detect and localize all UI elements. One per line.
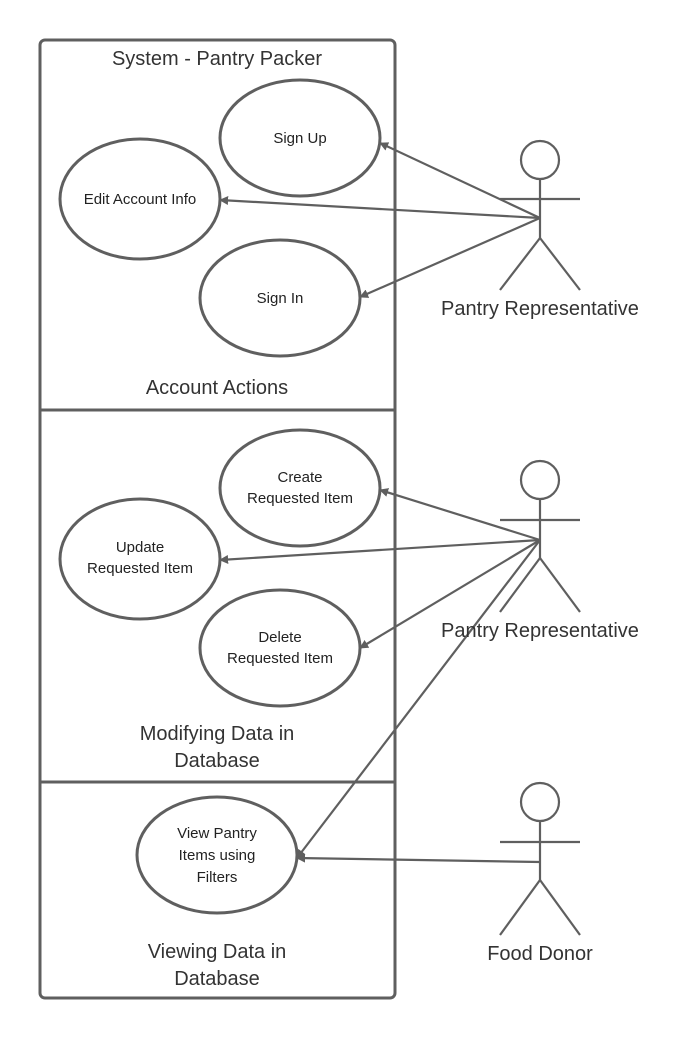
- association-arrow-food-donor-to-view-pantry-items: [296, 853, 541, 864]
- use-case-label: Delete: [258, 629, 301, 646]
- use-case-label: Filters: [197, 869, 238, 886]
- association-arrow-pantry-rep-2-to-view-pantry-items: [296, 539, 541, 859]
- actor-label: Pantry Representative: [441, 298, 639, 320]
- actor-food-donor[interactable]: Food Donor: [487, 781, 593, 965]
- association-arrow-pantry-rep-1-to-edit-account-info: [219, 195, 541, 220]
- stick-figure-icon: [499, 781, 581, 936]
- actor-label: Food Donor: [487, 943, 593, 965]
- system-frame: [38, 38, 397, 1000]
- actor-pantry-rep-1[interactable]: Pantry Representative: [441, 139, 639, 320]
- use-case-label: Edit Account Info: [84, 191, 197, 208]
- use-case-label: Items using: [179, 847, 256, 864]
- section-label-view-line1: Viewing Data in: [148, 941, 287, 963]
- association-arrow-pantry-rep-2-to-create-requested-item: [379, 488, 541, 542]
- use-case-sign-up[interactable]: Sign Up: [218, 78, 382, 198]
- use-cases: Sign Up Edit Account Info Sign In Create…: [58, 78, 382, 915]
- use-case-label: Sign Up: [273, 130, 326, 147]
- stick-figure-icon: [499, 459, 581, 613]
- use-case-label: Requested Item: [247, 490, 353, 507]
- actor-pantry-rep-2[interactable]: Pantry Representative: [441, 459, 639, 642]
- use-case-view-pantry-items[interactable]: View Pantry Items using Filters: [135, 795, 299, 915]
- section-label-modify-line2: Database: [174, 750, 260, 772]
- use-case-label: Sign In: [257, 290, 304, 307]
- stick-figure-icon: [499, 139, 581, 291]
- association-arrow-pantry-rep-2-to-update-requested-item: [219, 538, 541, 564]
- use-case-label: View Pantry: [177, 825, 257, 842]
- use-case-label: Requested Item: [227, 650, 333, 667]
- use-case-sign-in[interactable]: Sign In: [198, 238, 362, 358]
- use-case-delete-requested-item[interactable]: Delete Requested Item: [198, 588, 362, 708]
- use-case-label: Create: [277, 469, 322, 486]
- section-label-account: Account Actions: [146, 377, 288, 399]
- use-case-label: Requested Item: [87, 560, 193, 577]
- section-labels: Account Actions Modifying Data in Databa…: [140, 377, 295, 990]
- association-arrow-pantry-rep-2-to-delete-requested-item: [359, 539, 541, 649]
- association-arrow-pantry-rep-1-to-sign-in: [359, 216, 541, 299]
- actor-label: Pantry Representative: [441, 620, 639, 642]
- use-case-label: Update: [116, 539, 164, 556]
- system-boundary: System - Pantry Packer: [38, 38, 397, 1000]
- section-label-modify-line1: Modifying Data in: [140, 723, 295, 745]
- use-case-create-requested-item[interactable]: Create Requested Item: [218, 428, 382, 548]
- association-arrow-pantry-rep-1-to-sign-up: [379, 142, 541, 219]
- use-case-edit-account-info[interactable]: Edit Account Info: [58, 137, 222, 261]
- associations: [219, 142, 541, 864]
- use-case-update-requested-item[interactable]: Update Requested Item: [58, 497, 222, 621]
- system-title: System - Pantry Packer: [112, 48, 322, 70]
- section-label-view-line2: Database: [174, 968, 260, 990]
